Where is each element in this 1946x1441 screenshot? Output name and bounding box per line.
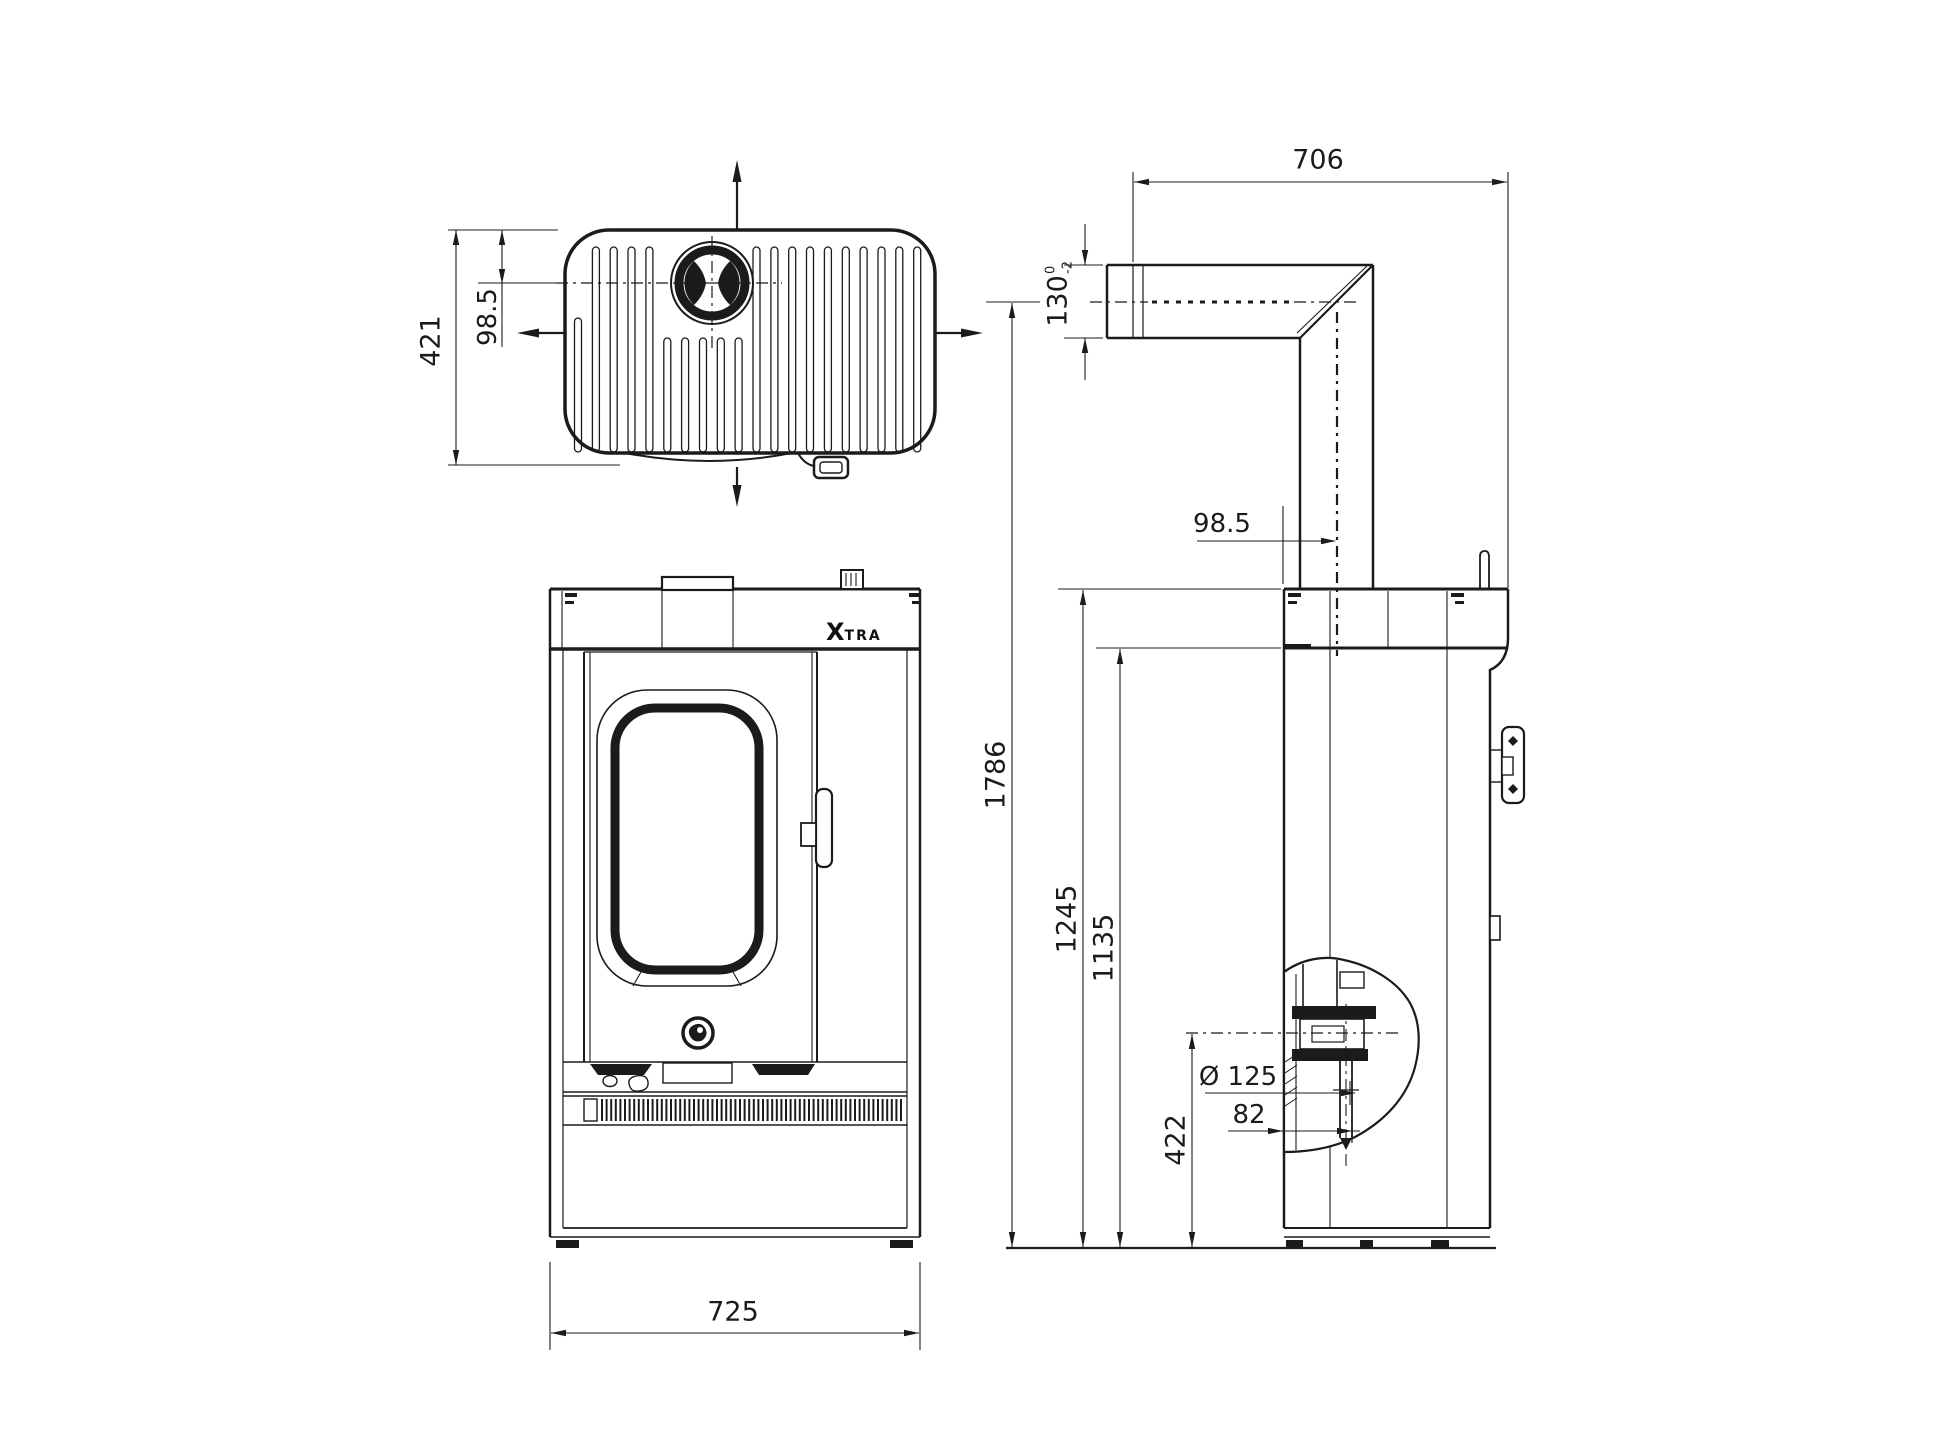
dimension-arrowheads xyxy=(452,160,1507,1337)
dim-intake-offset: 82 xyxy=(1228,1100,1360,1143)
dim-label-98-5-top: 98.5 xyxy=(473,288,503,346)
dim-label-82: 82 xyxy=(1232,1100,1265,1130)
dim-front-width: 725 xyxy=(549,1262,921,1350)
door-handle-side xyxy=(1490,725,1526,805)
icon-small xyxy=(602,1074,618,1088)
dim-pipe-length: 706 xyxy=(1132,145,1509,588)
front-profile xyxy=(1488,589,1510,1228)
front-view: XTRA xyxy=(548,569,922,1248)
dim-pipe-diameter: 130 0 -2 xyxy=(1043,224,1103,380)
dim-label-98-5-rear: 98.5 xyxy=(1193,509,1251,539)
dim-top-depth: 421 xyxy=(416,229,620,466)
flue-collar-top xyxy=(478,236,782,348)
control-strip xyxy=(563,1062,907,1093)
door-knob xyxy=(681,1016,715,1050)
foot-left xyxy=(556,1240,579,1248)
icon-blob xyxy=(628,1074,649,1092)
dim-label-1245: 1245 xyxy=(1052,885,1083,954)
hinge-bracket xyxy=(1489,915,1501,941)
dim-top-flue-offset: 98.5 xyxy=(473,230,503,347)
ash-slot xyxy=(662,1062,733,1084)
side-view xyxy=(1006,550,1526,1250)
flue-collar-front xyxy=(660,575,735,592)
dim-flue-rear-offset: 98.5 xyxy=(1193,506,1335,584)
dim-body-top-height: 1245 xyxy=(1052,588,1281,1247)
dim-label-1135: 1135 xyxy=(1089,914,1120,983)
dim-label-725: 725 xyxy=(707,1297,759,1328)
flue-pipe-detail xyxy=(1090,263,1375,656)
dim-label-706: 706 xyxy=(1292,145,1344,176)
dim-grille-height: 1135 xyxy=(1089,647,1281,1247)
dim-label-125: Ø 125 xyxy=(1199,1062,1277,1092)
stove-door xyxy=(563,651,907,1063)
dim-label-421: 421 xyxy=(416,315,447,367)
tol-lower: -2 xyxy=(1061,261,1076,274)
tol-upper: 0 xyxy=(1044,266,1059,274)
door-glass xyxy=(610,703,764,975)
dim-label-1786: 1786 xyxy=(981,741,1012,810)
top-view-body xyxy=(563,228,937,455)
latch xyxy=(797,452,850,480)
dim-intake-height: 422 xyxy=(1161,1032,1398,1247)
dim-label-422: 422 xyxy=(1161,1114,1192,1166)
dim-label-130: 130 xyxy=(1043,275,1074,327)
top-latch-side xyxy=(1479,550,1490,589)
dim-total-height: 1786 xyxy=(981,301,1040,1247)
front-curve xyxy=(624,452,793,462)
top-view xyxy=(478,168,976,500)
top-gadget xyxy=(840,569,864,590)
dim-intake-diameter: Ø 125 xyxy=(1199,1062,1355,1105)
foot-right xyxy=(890,1240,913,1248)
door-lock xyxy=(800,822,817,847)
bottom-grille xyxy=(563,1095,907,1126)
door-handle-front xyxy=(814,787,834,869)
brand-logo: XTRA xyxy=(826,618,882,646)
vent-slots xyxy=(573,246,922,453)
air-intake-detail xyxy=(1282,956,1420,1166)
